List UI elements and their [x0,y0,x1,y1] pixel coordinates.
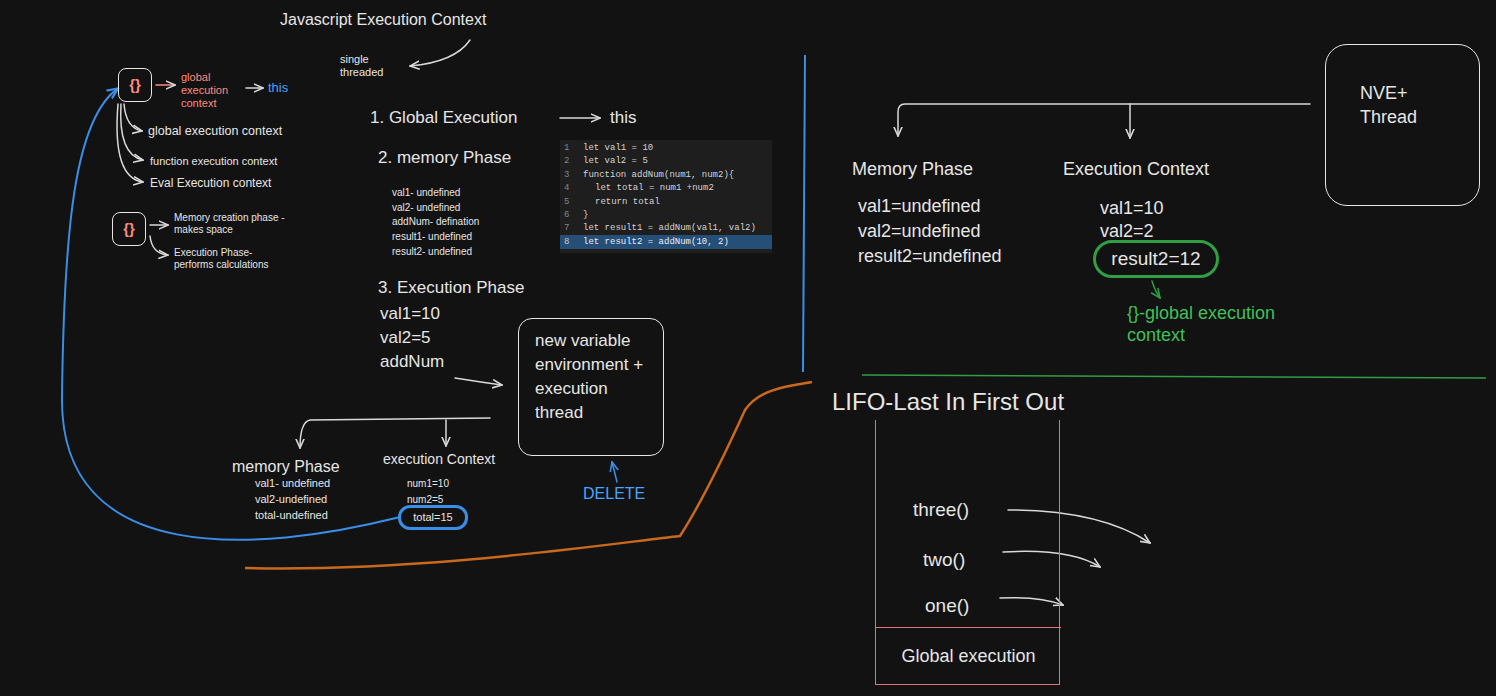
note-text: val1=10 [380,304,440,324]
arrow [121,104,143,160]
arrow [150,236,168,255]
note-text: Memory Phase [852,159,973,181]
arrow [1008,510,1150,543]
highlight-ellipse: result2=12 [1093,240,1219,278]
node-text: } [583,209,588,222]
node-text: total=15 [413,511,452,524]
arrow [1000,598,1063,605]
divider-line [803,55,805,372]
arrow [1129,104,1131,138]
note-text: 3. Execution Phase [378,278,524,298]
arrow [898,104,1310,136]
note-text: addNum [380,352,444,372]
node-text: new variable environment + execution thr… [535,329,653,425]
note-text: val2-undefined [255,493,327,506]
stack-frame: Global execution [876,627,1061,685]
node-text: {} [123,220,135,238]
node-text: let result2 = addNum(10, 2) [583,236,729,249]
process-box: new variable environment + execution thr… [518,318,664,456]
arrow [410,40,470,66]
divider-line [862,375,1486,378]
note-text: function execution context [150,155,277,168]
note-text: val1=undefined [858,196,981,218]
node-text: let total = num1 +num2 [595,182,714,195]
highlight-ellipse: total=15 [398,505,468,530]
line-number: 3 [564,169,569,182]
line-number: 1 [564,142,569,155]
note-text: this [610,108,636,128]
arrow [445,420,447,446]
note-text: val2=2 [1100,221,1154,243]
note-text: single threaded [340,53,395,79]
process-box: NVE+ Thread [1325,44,1480,206]
arrow [300,418,490,448]
node-text: function addNum(num1, num2){ [583,169,734,182]
note-text: total-undefined [255,509,328,522]
note-text: 2. memory Phase [378,148,511,168]
arrow [117,104,143,182]
divider-line [245,382,812,568]
note-text: Memory creation phase -makes space [174,212,296,236]
arrow [1152,281,1160,298]
arrow [124,104,142,131]
line-number: 5 [564,196,569,209]
note-text: num1=10 [407,478,449,490]
note-text: val1=10 [1100,198,1164,220]
note-text: addNum- defination [392,216,479,228]
arrow [560,117,600,119]
note-text: val1- undefined [255,477,330,490]
connector [62,88,398,539]
arrow [612,462,617,482]
note-text: LIFO-Last In First Out [832,388,1064,417]
note-text: val1- undefined [392,187,460,199]
note-text: result1- undefined [392,231,472,243]
line-number: 7 [564,222,569,235]
arrow [1003,551,1100,567]
note-text: {}-global execution context [1127,303,1322,346]
node-text: let val2 = 5 [583,155,648,168]
node-text: result2=12 [1111,248,1200,271]
note-text: DELETE [583,484,645,503]
context-icon-box: {} [112,212,146,246]
note-text: global execution context [181,71,243,111]
arrow [455,378,502,385]
node-text: Global execution [901,646,1035,668]
note-text: num2=5 [407,494,443,506]
context-icon-box: {} [118,68,152,102]
note-text: execution Context [383,451,495,468]
line-number: 2 [564,155,569,168]
node-text: {} [129,76,141,94]
node-text: return total [595,196,660,209]
note-text: Eval Execution context [150,176,271,190]
arrow [156,84,175,86]
code-panel: let val1 = 10let val2 = 5function addNum… [560,140,772,253]
note-text: this [268,80,288,96]
line-number: 6 [564,209,569,222]
node-text: two() [923,549,965,572]
note-text: result2- undefined [392,246,472,258]
note-text: val2=5 [380,328,431,348]
note-text: memory Phase [232,457,340,476]
note-text: 1. Global Execution [370,108,517,128]
node-text: one() [925,595,969,618]
node-text: let result1 = addNum(val1, val2) [583,222,756,235]
note-text: val2=undefined [858,221,981,243]
note-text: Execution Context [1063,159,1209,181]
arrow [150,224,168,226]
arrow [246,87,263,89]
line-number: 8 [564,236,569,249]
call-stack: three() two() one() Global execution [875,420,1060,685]
note-text: Execution Phase- performs calculations [174,247,292,271]
diagram-title: Javascript Execution Context [280,10,486,29]
node-text: NVE+ Thread [1360,81,1440,129]
note-text: global execution context [148,124,282,139]
note-text: val2- undefined [392,202,460,214]
node-text: three() [913,499,969,522]
line-number: 4 [564,182,569,195]
node-text: let val1 = 10 [583,142,653,155]
note-text: result2=undefined [858,246,1002,268]
